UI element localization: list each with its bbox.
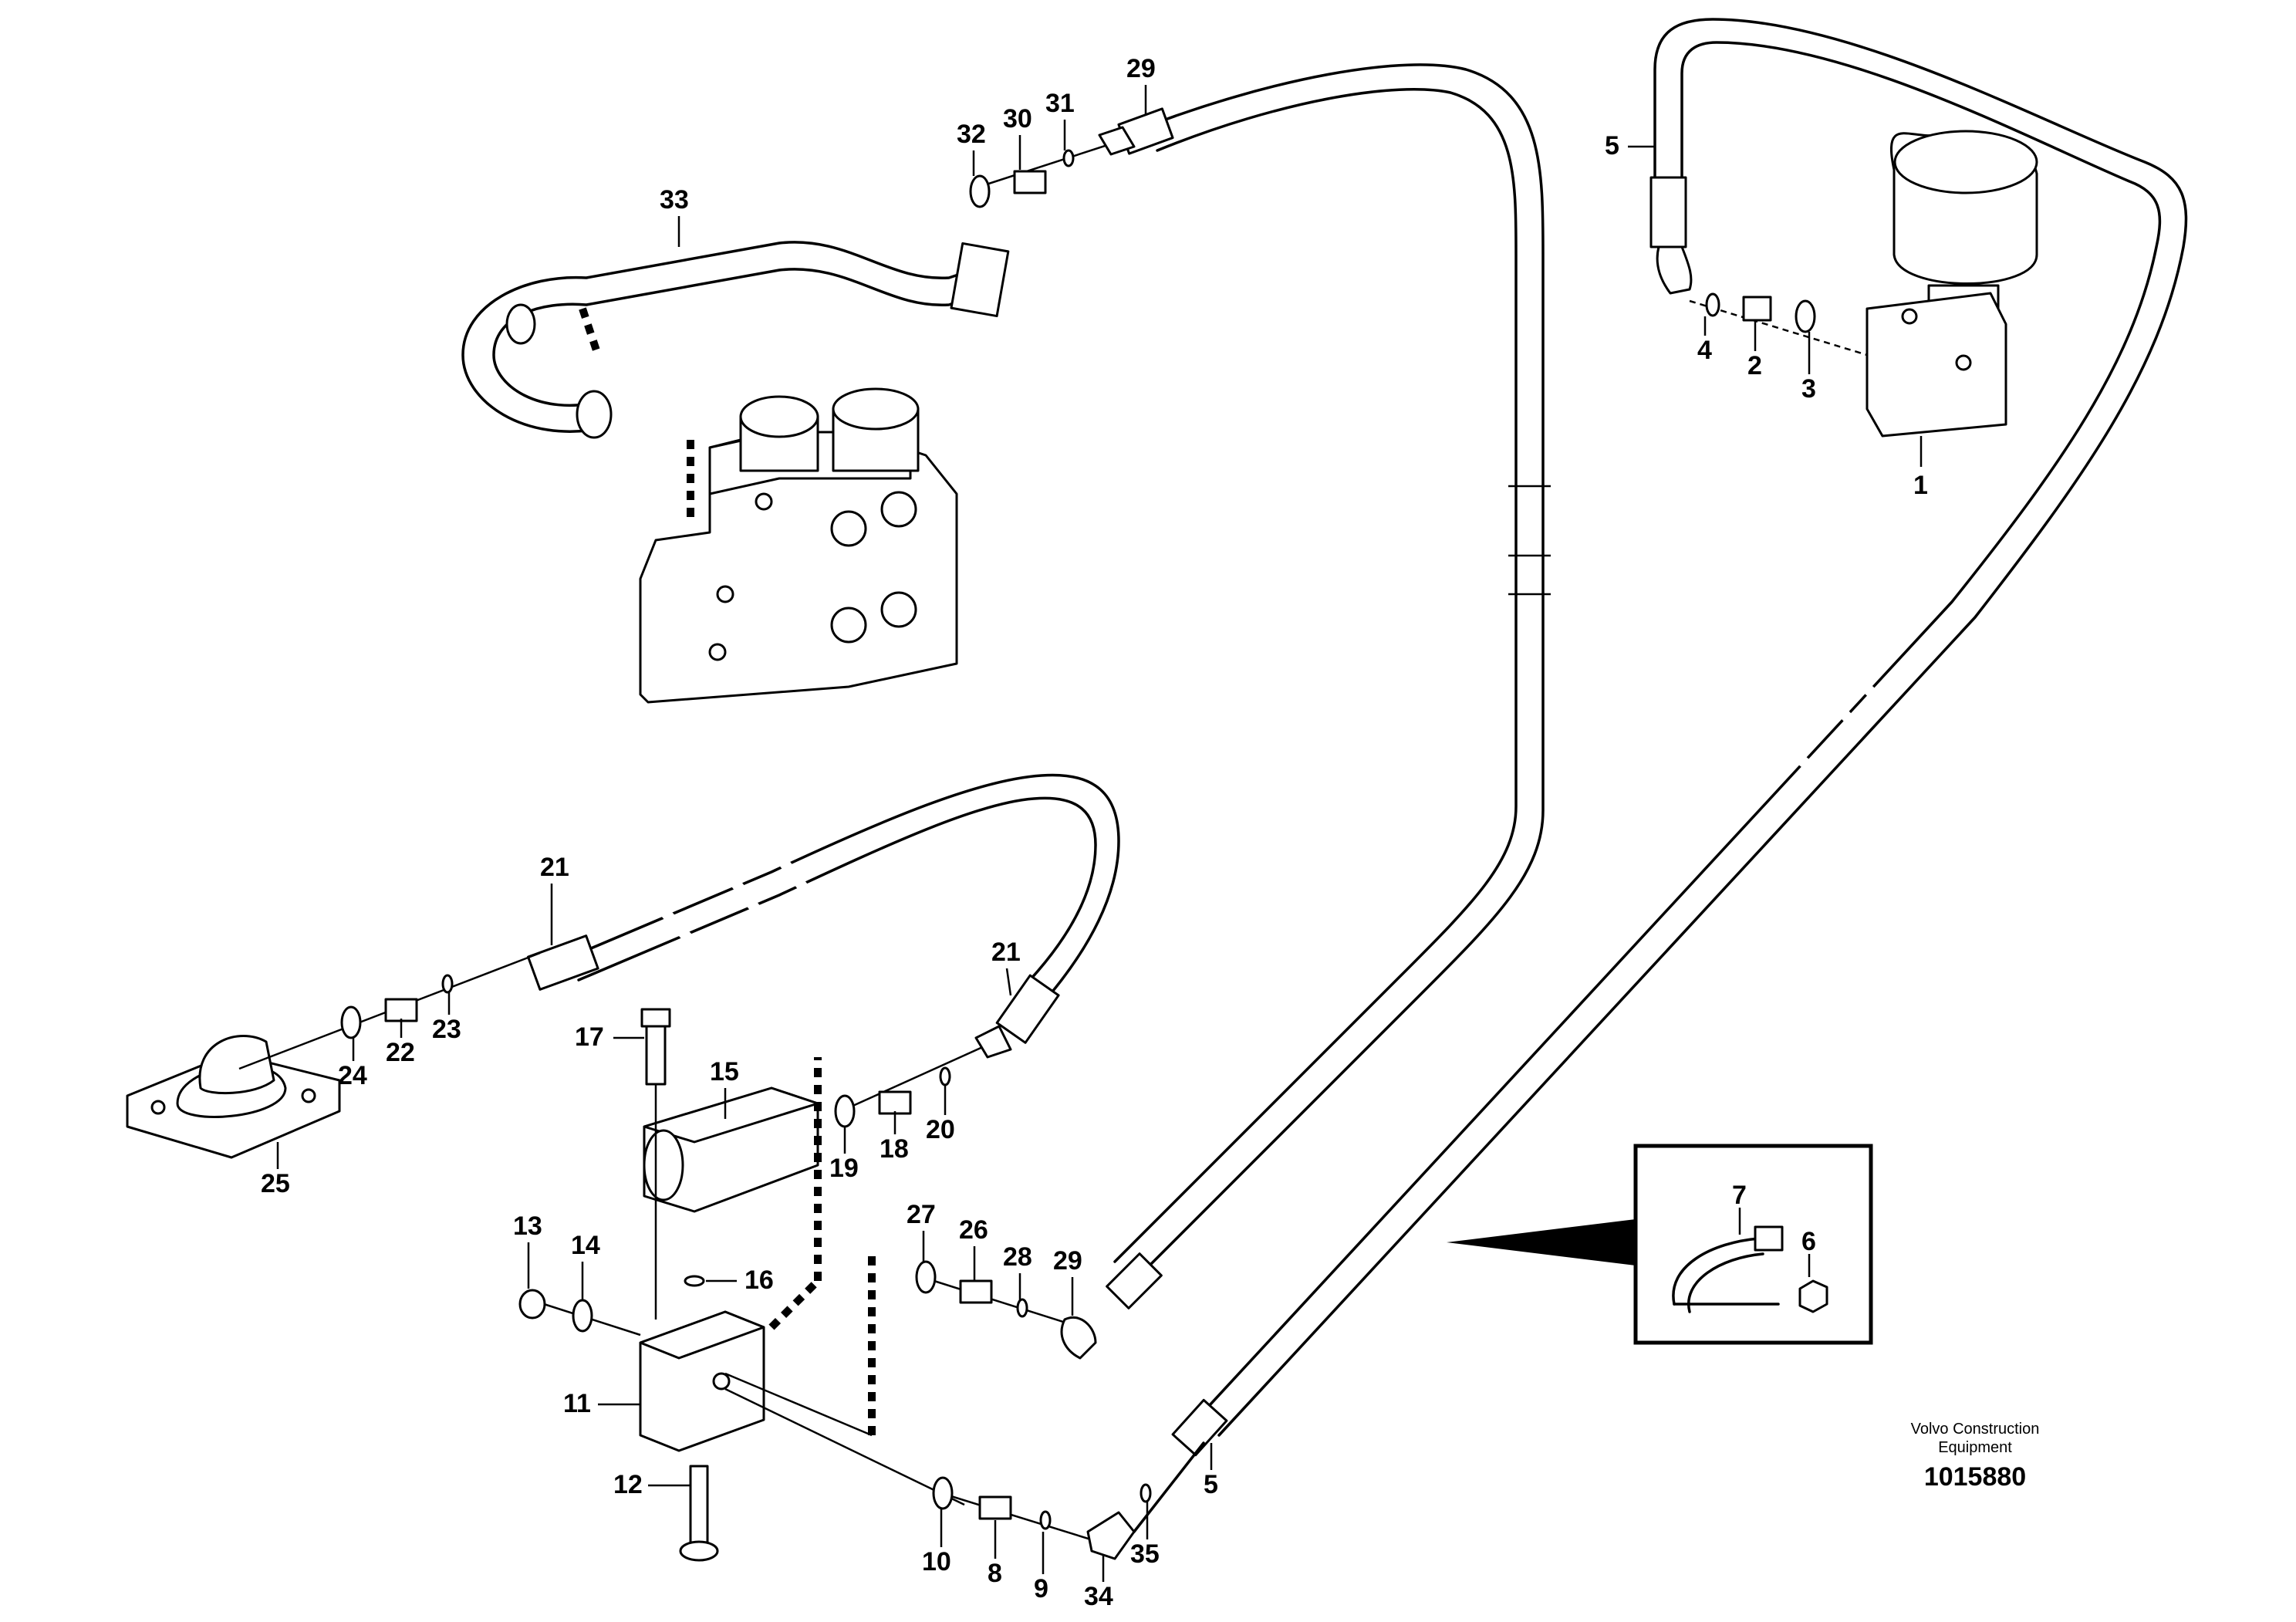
label-8: 8 (988, 1559, 1002, 1588)
solenoid-valve (640, 1008, 819, 1320)
label-35: 35 (1130, 1539, 1160, 1569)
label-16: 16 (745, 1265, 774, 1295)
label-27: 27 (907, 1200, 936, 1229)
label-2: 2 (1747, 351, 1762, 380)
hose-5 (1171, 18, 2188, 1457)
label-23: 23 (432, 1015, 461, 1044)
label-1: 1 (1913, 471, 1928, 500)
detail-inset (1447, 1144, 1873, 1345)
fittings-18-19-20 (834, 1025, 1012, 1128)
label-33: 33 (660, 185, 689, 215)
manifold-block (518, 1057, 965, 1562)
label-26: 26 (959, 1215, 988, 1245)
label-25: 25 (261, 1169, 290, 1198)
label-9: 9 (1034, 1574, 1048, 1603)
label-29-bottom: 29 (1053, 1246, 1082, 1276)
hose-21 (527, 773, 1120, 1044)
label-31: 31 (1045, 89, 1075, 118)
label-29-top: 29 (1126, 54, 1156, 83)
label-6: 6 (1801, 1227, 1816, 1256)
label-30: 30 (1003, 104, 1032, 133)
label-22: 22 (386, 1038, 415, 1067)
manufacturer-credit: Volvo Construction Equipment (1910, 1421, 2040, 1456)
fittings-26-27-28 (915, 1260, 1097, 1360)
label-3: 3 (1801, 374, 1816, 404)
part-labels: 1 2 3 4 5 5 6 7 8 9 10 11 12 13 14 15 16… (261, 54, 1928, 1611)
label-10: 10 (922, 1547, 951, 1576)
fittings-8-9-10-34-35 (932, 1441, 1205, 1560)
label-5-bottom: 5 (1204, 1470, 1218, 1499)
label-32: 32 (957, 120, 986, 149)
pilot-control-lever (126, 951, 541, 1159)
label-34: 34 (1084, 1582, 1113, 1611)
label-19: 19 (829, 1154, 859, 1183)
label-7: 7 (1732, 1181, 1747, 1210)
label-12: 12 (613, 1470, 643, 1499)
label-24: 24 (338, 1061, 367, 1090)
label-21-lower: 21 (991, 938, 1021, 967)
label-5-top: 5 (1605, 131, 1619, 161)
label-17: 17 (575, 1022, 604, 1052)
accumulator (1689, 130, 2038, 438)
label-11: 11 (563, 1389, 591, 1418)
tube-33 (461, 241, 1010, 525)
label-13: 13 (513, 1211, 542, 1241)
hose-29 (1106, 63, 1551, 1309)
label-4: 4 (1697, 336, 1712, 365)
fittings-30-31-32 (969, 126, 1136, 208)
label-28: 28 (1003, 1242, 1032, 1272)
label-14: 14 (571, 1231, 600, 1260)
main-control-valve (639, 387, 958, 704)
label-18: 18 (880, 1134, 909, 1164)
document-number: 1015880 (1923, 1462, 2027, 1492)
label-15: 15 (710, 1057, 739, 1086)
label-21-upper: 21 (540, 853, 569, 882)
label-20: 20 (926, 1115, 955, 1144)
